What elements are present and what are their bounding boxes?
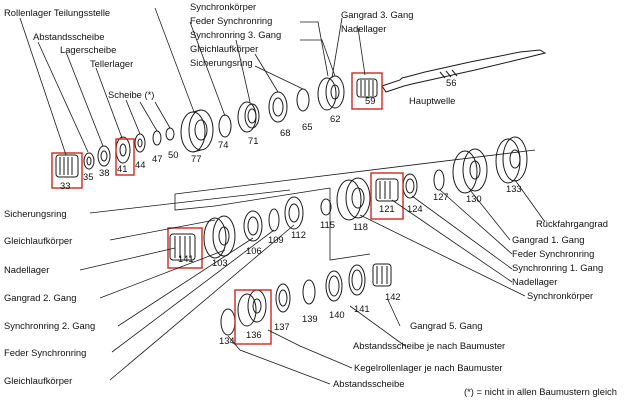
label-abstandsscheibe-bottom: Abstandsscheibe bbox=[333, 378, 404, 389]
part-number-71: 71 bbox=[248, 135, 258, 146]
label-scheibe: Scheibe (*) bbox=[108, 89, 154, 100]
part-numbers: 33 35 38 41 44 47 50 77 74 71 68 65 62 5… bbox=[60, 77, 522, 346]
part-number-112: 112 bbox=[291, 229, 306, 240]
footnote: (*) = nicht in allen Baumustern gleich bbox=[464, 386, 617, 397]
label-gangrad-1-gang: Gangrad 1. Gang bbox=[512, 234, 584, 245]
label-lagerscheibe: Lagerscheibe bbox=[60, 44, 116, 55]
highlight-41 bbox=[115, 138, 135, 176]
highlight-141 bbox=[167, 227, 203, 269]
label-gangrad-3-gang: Gangrad 3. Gang bbox=[341, 9, 413, 20]
part-number-38: 38 bbox=[99, 167, 109, 178]
part-number-56: 56 bbox=[446, 77, 456, 88]
label-gangrad-2-gang: Gangrad 2. Gang bbox=[4, 292, 76, 303]
highlight-33 bbox=[51, 152, 83, 189]
label-kegelrollenlager: Kegelrollenlager je nach Baumuster bbox=[354, 362, 503, 373]
label-nadellager-right: Nadellager bbox=[512, 276, 557, 287]
label-tellerlager: Tellerlager bbox=[90, 58, 133, 69]
label-synchronring-1-gang: Synchronring 1. Gang bbox=[512, 262, 603, 273]
label-sicherungsring-mid: Sicherungsring bbox=[4, 208, 67, 219]
highlight-136 bbox=[234, 289, 272, 345]
label-hauptwelle: Hauptwelle bbox=[409, 95, 455, 106]
label-synchronkoerper-right: Synchronkörper bbox=[527, 290, 593, 301]
name-labels: Rollenlager Teilungsstelle Abstandsschei… bbox=[4, 1, 617, 397]
part-number-137: 137 bbox=[274, 321, 290, 332]
part-number-44: 44 bbox=[135, 159, 145, 170]
part-number-133: 133 bbox=[506, 183, 522, 194]
label-nadellager-top: Nadellager bbox=[341, 23, 386, 34]
highlight-59 bbox=[351, 72, 383, 110]
part-number-65: 65 bbox=[302, 121, 312, 132]
part-number-106: 106 bbox=[246, 245, 262, 256]
part-number-118: 118 bbox=[353, 221, 368, 232]
part-number-115: 115 bbox=[320, 219, 335, 230]
label-abstandsscheibe-baumuster: Abstandsscheibe je nach Baumuster bbox=[353, 340, 505, 351]
axis-lines bbox=[174, 149, 536, 261]
label-sicherungsring-top: Sicherungsring bbox=[190, 57, 253, 68]
part-number-140: 140 bbox=[329, 309, 345, 320]
label-rueckfahrgangrad: Rückfahrgangrad bbox=[536, 218, 608, 229]
label-feder-synchronring-top: Feder Synchronring bbox=[190, 15, 272, 26]
part-number-62: 62 bbox=[330, 113, 340, 124]
part-number-136: 136 bbox=[246, 329, 262, 340]
label-gleichlaufkoerper-bottom: Gleichlaufkörper bbox=[4, 375, 72, 386]
part-number-59: 59 bbox=[365, 95, 375, 106]
part-drawings-bottom bbox=[220, 263, 392, 336]
part-number-103: 103 bbox=[212, 257, 228, 268]
label-gleichlaufkoerper-top: Gleichlaufkörper bbox=[190, 43, 258, 54]
part-number-74: 74 bbox=[218, 139, 228, 150]
part-number-124: 124 bbox=[407, 203, 423, 214]
part-number-33: 33 bbox=[60, 180, 70, 191]
part-number-130: 130 bbox=[466, 193, 482, 204]
part-number-127: 127 bbox=[433, 191, 449, 202]
part-number-139: 139 bbox=[302, 313, 318, 324]
label-abstandsscheibe-top: Abstandsscheibe bbox=[33, 31, 104, 42]
part-number-41: 41 bbox=[117, 163, 127, 174]
highlight-121 bbox=[370, 172, 404, 220]
label-feder-synchronring-bottom: Feder Synchronring bbox=[4, 347, 86, 358]
part-number-50: 50 bbox=[168, 149, 178, 160]
part-number-141-bottom: 141 bbox=[354, 303, 370, 314]
part-number-141: 141 bbox=[178, 253, 194, 264]
part-number-47: 47 bbox=[152, 153, 162, 164]
part-number-109: 109 bbox=[268, 234, 284, 245]
label-feder-synchronring-right: Feder Synchronring bbox=[512, 248, 594, 259]
part-number-121: 121 bbox=[379, 203, 395, 214]
part-number-142: 142 bbox=[385, 291, 401, 302]
part-number-35: 35 bbox=[83, 171, 93, 182]
label-gangrad-5-gang: Gangrad 5. Gang bbox=[410, 320, 482, 331]
label-gleichlaufkoerper-mid: Gleichlaufkörper bbox=[4, 235, 72, 246]
part-number-134: 134 bbox=[219, 335, 235, 346]
label-nadellager-left: Nadellager bbox=[4, 264, 49, 275]
label-synchronring-3-gang: Synchronring 3. Gang bbox=[190, 29, 281, 40]
highlight-boxes bbox=[51, 72, 404, 345]
label-synchronring-2-gang: Synchronring 2. Gang bbox=[4, 320, 95, 331]
label-synchronkoerper-top: Synchronkörper bbox=[190, 1, 256, 12]
part-number-68: 68 bbox=[280, 127, 290, 138]
label-rollenlager-teilungsstelle: Rollenlager Teilungsstelle bbox=[4, 7, 110, 18]
part-drawings-middle bbox=[169, 136, 528, 261]
part-number-77: 77 bbox=[191, 153, 201, 164]
part-drawings-top bbox=[55, 49, 547, 178]
leader-lines bbox=[19, 7, 546, 385]
